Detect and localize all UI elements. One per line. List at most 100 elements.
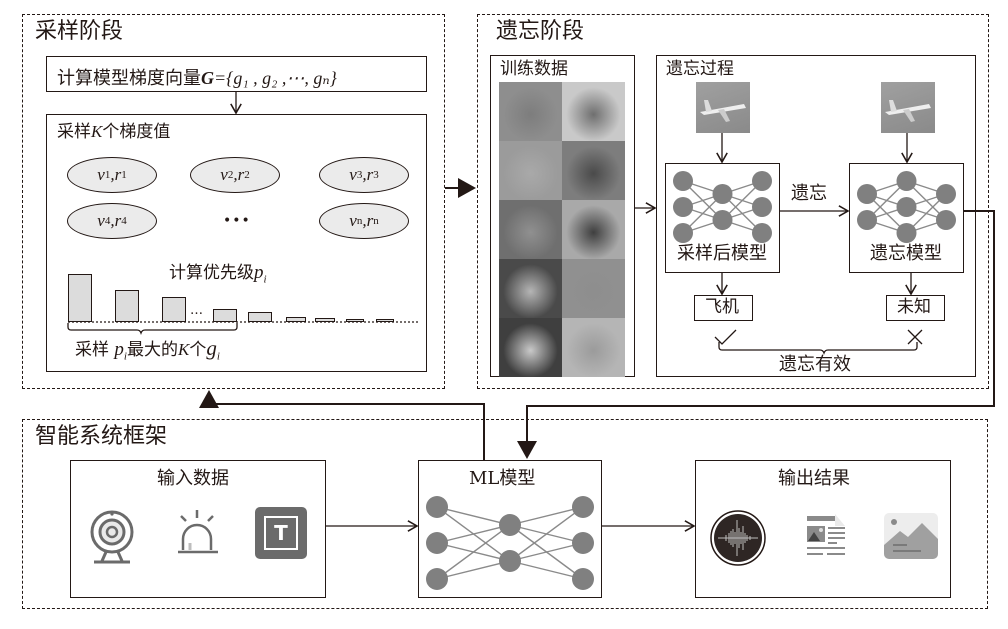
brace-label: 采样 pi最大的K个gi: [75, 338, 220, 362]
check-icon: [714, 329, 737, 345]
network-node: [857, 210, 877, 230]
system-framework-title: 智能系统框架: [35, 424, 168, 449]
audio-waveform-icon: [710, 510, 766, 566]
network-edge: [509, 542, 584, 562]
training-image: [499, 200, 562, 259]
network-node: [572, 568, 594, 590]
priority-bar: [115, 290, 139, 322]
brace-label-prefix: 采样: [75, 340, 115, 360]
training-image: [499, 259, 562, 318]
priority-var: p: [254, 262, 264, 283]
compute-gradient-label: 计算模型梯度向量G={g₁ , g₂ ,⋯, gₙ}: [57, 64, 337, 90]
document-icon: [807, 514, 845, 555]
text-icon: T: [255, 507, 307, 559]
training-data-title: 训练数据: [500, 59, 568, 79]
system-framework-panel: [22, 419, 988, 609]
network-node: [499, 514, 521, 536]
text-icon-glyph: T: [264, 516, 298, 550]
unlearning-effective-label: 遗忘有效: [779, 354, 851, 375]
training-image: [499, 141, 562, 200]
training-image: [499, 318, 562, 377]
airplane-input-image-1: [696, 82, 750, 133]
network-edge: [436, 524, 511, 580]
priority-bar: [346, 319, 364, 322]
network-node: [499, 550, 521, 572]
airplane-input-image-2: [881, 82, 935, 133]
unlearned-model-label: 遗忘模型: [870, 243, 942, 264]
unlearn-arrow-label: 遗忘: [791, 183, 827, 204]
network-node: [712, 210, 733, 230]
network-node: [752, 223, 772, 243]
sample-k-title: 采样K个梯度值: [57, 123, 170, 141]
network-node: [673, 223, 693, 243]
sample-k-title-suffix: 个梯度值: [102, 122, 171, 142]
network-node: [752, 171, 772, 191]
network-edge: [436, 506, 511, 526]
unlearning-stage-title: 遗忘阶段: [496, 19, 585, 44]
network-node: [673, 171, 693, 191]
network-edge: [436, 560, 511, 580]
brace-label-g-sub: i: [216, 350, 220, 363]
sampling-stage-panel: [22, 14, 445, 389]
brace-label-k: K: [177, 340, 190, 359]
network-node: [712, 184, 733, 204]
arrow-ml-model-to-sampling: [199, 390, 485, 460]
network-node: [673, 197, 693, 217]
arrow-unlearned-to-ml-model: [517, 210, 995, 459]
priority-label: 计算优先级pi: [169, 263, 267, 285]
network-node: [572, 532, 594, 554]
sampled-model-label: 采样后模型: [677, 243, 767, 264]
image-icon: [884, 513, 938, 559]
priority-sub: i: [263, 273, 267, 286]
training-image: [499, 82, 562, 141]
network-node: [896, 171, 917, 191]
alarm-light-icon: [178, 510, 218, 554]
network-node: [752, 197, 772, 217]
brace-label-mid: 最大的: [126, 340, 178, 360]
ml-model-title: ML模型: [469, 468, 536, 489]
network-edge: [509, 506, 584, 562]
priority-bar: [162, 296, 186, 322]
unlearned-output-label: 未知: [897, 297, 931, 317]
network-node: [896, 223, 917, 243]
brace-label-p: p: [114, 339, 124, 360]
brace-label-p-sub: i: [123, 350, 127, 363]
airplane-icon: [885, 100, 931, 122]
network-edge: [509, 560, 584, 580]
network-node: [936, 184, 956, 204]
cross-icon: [907, 329, 923, 345]
ml-model-network-icon: [426, 496, 594, 590]
network-node: [426, 496, 448, 518]
network-node: [936, 210, 956, 230]
sampling-stage-title: 采样阶段: [35, 19, 124, 44]
network-edge: [436, 524, 511, 544]
training-image: [562, 259, 625, 318]
sample-k-title-prefix: 采样: [57, 122, 91, 142]
priority-label-text: 计算优先级: [169, 263, 254, 283]
network-node: [857, 184, 877, 204]
bar-ellipsis: …: [190, 303, 203, 318]
network-edge: [509, 506, 584, 526]
training-image: [562, 141, 625, 200]
training-image: [562, 318, 625, 377]
sample-k-var: K: [91, 122, 103, 141]
sampled-output-label: 飞机: [705, 297, 739, 317]
pairs-ellipsis: •••: [223, 213, 251, 229]
airplane-icon: [700, 100, 746, 122]
compute-gradient-box: 计算模型梯度向量G={g₁ , g₂ ,⋯, gₙ}: [46, 56, 427, 92]
output-results-title: 输出结果: [778, 468, 850, 489]
brace-label-ge: 个: [189, 340, 207, 360]
gradient-expression: ={g₁ , g₂ ,⋯, gₙ}: [214, 68, 337, 88]
input-data-title: 输入数据: [157, 468, 229, 489]
network-node: [426, 532, 448, 554]
training-image: [562, 82, 625, 141]
compute-gradient-text: 计算模型梯度向量: [57, 68, 201, 89]
